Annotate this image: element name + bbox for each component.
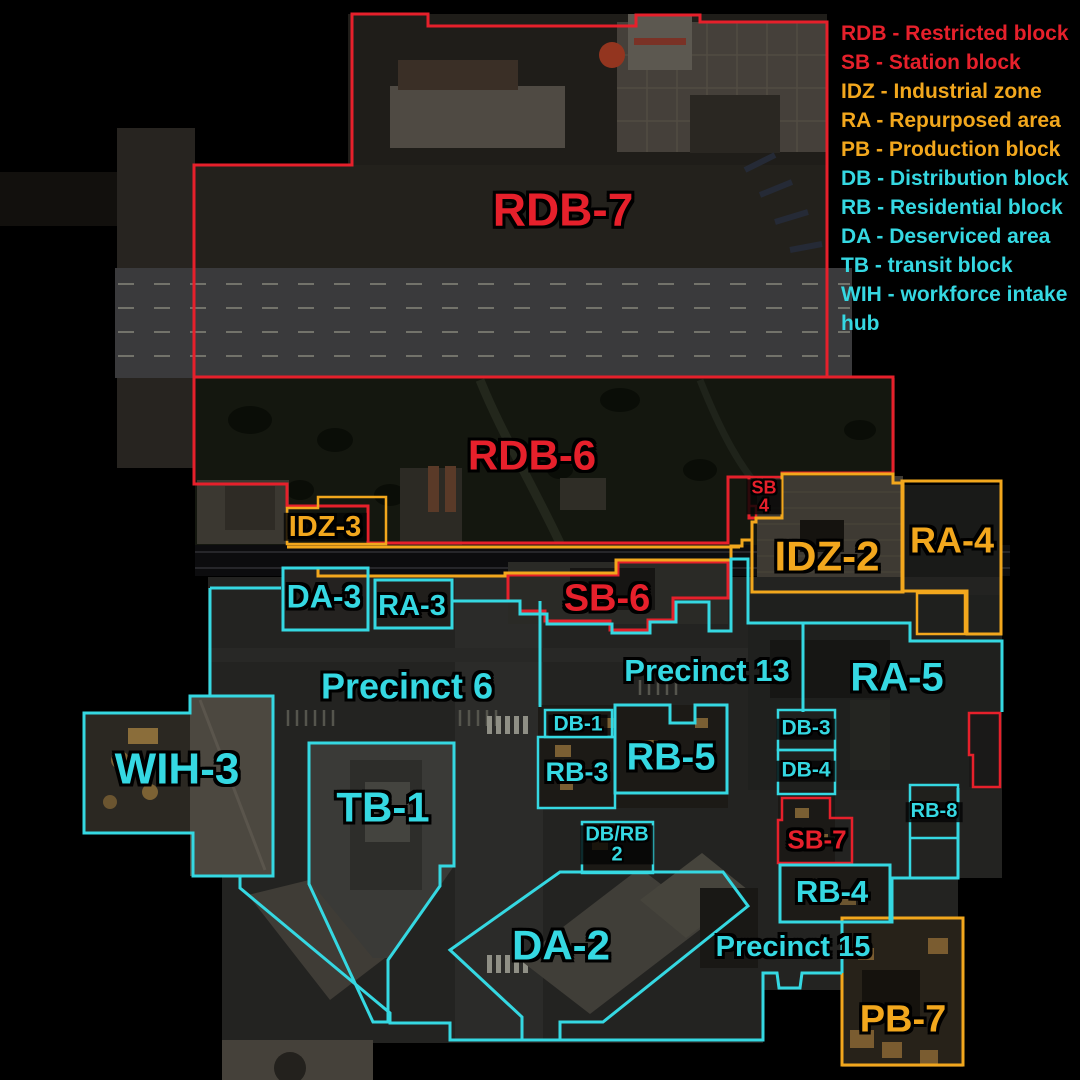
zone-label-line: DB-4 [781, 758, 831, 782]
zone-label-line: RB-8 [910, 800, 958, 823]
legend-item-tb: TB - transit block [841, 254, 1013, 277]
zone-outline-rb-5 [613, 703, 729, 795]
zone-outline-da-2 [447, 870, 751, 1042]
zone-label-rb-5: RB-5 [626, 736, 716, 779]
zone-outline-restricted-east [967, 711, 1002, 789]
zone-label-line: Precinct 13 [624, 652, 790, 688]
zone-outline-rdb-7 [192, 12, 829, 379]
zone-label-rdb-7: RDB-7 [492, 183, 634, 236]
zone-label-line: SB-6 [563, 577, 651, 620]
zone-label-line: DB-1 [553, 712, 603, 736]
zone-label-line: DA-3 [286, 578, 362, 615]
zone-label-pb-7: PB-7 [859, 998, 947, 1041]
zone-outline-idz-corridor-south [287, 538, 752, 578]
zone-label-rdb-6: RDB-6 [467, 431, 597, 479]
legend-item-rb: RB - Residential block [841, 196, 1063, 219]
zone-label-line: PB-7 [859, 998, 947, 1041]
zone-outline-tb-1 [307, 741, 456, 1024]
legend-item-idz: IDZ - Industrial zone [841, 80, 1042, 103]
zone-label-rb-8: RB-8 [905, 800, 963, 823]
zone-label-ra-4: RA-4 [909, 519, 995, 561]
zone-label-line: RB-4 [795, 873, 869, 909]
zone-label-db-4: DB-4 [776, 758, 836, 782]
zone-label-da-3: DA-3 [286, 578, 362, 615]
zone-label-line: DB/RB [585, 823, 649, 846]
zone-label-line: RDB-7 [492, 183, 634, 236]
zone-label-db-3: DB-3 [776, 716, 836, 740]
zone-outline-sb-7 [776, 796, 854, 865]
zone-label-line: SB-7 [787, 824, 847, 855]
zone-label-ra-5: RA-5 [850, 655, 944, 700]
zone-label-line: Precinct 15 [715, 930, 871, 963]
zone-outline-wih-3 [82, 694, 275, 878]
zone-label-precinct-6: Precinct 6 [320, 665, 494, 707]
legend: RDB - Restricted block SB - Station block… [841, 19, 1078, 338]
zone-label-wih-3: WIH-3 [114, 744, 240, 794]
zone-outline-precinct-6-north [208, 586, 281, 695]
zone-label-line: RA-3 [378, 589, 446, 622]
zone-label-line: 2 [611, 843, 623, 865]
zone-outline-rb-3 [536, 735, 617, 810]
zone-label-line: RB-5 [626, 736, 716, 779]
zone-label-line: 4 [758, 495, 770, 515]
zone-outline-ra-4-annex [915, 591, 967, 636]
zone-label-line: DB-3 [781, 716, 831, 740]
legend-item-pb: PB - Production block [841, 138, 1061, 161]
zone-label-line: SB [751, 477, 777, 498]
zone-label-line: Precinct 6 [320, 665, 494, 707]
legend-item-rdb: RDB - Restricted block [841, 22, 1069, 45]
zone-label-line: IDZ-3 [288, 510, 362, 543]
zone-outline-precinct-15 [840, 788, 960, 973]
zone-outline-da-3 [281, 566, 370, 632]
zone-label-sb-6: SB-6 [563, 577, 651, 620]
legend-item-db: DB - Distribution block [841, 167, 1069, 190]
zone-label-precinct-15: Precinct 15 [715, 930, 871, 963]
zone-label-tb-1: TB-1 [336, 783, 430, 831]
zone-label-line: DA-2 [511, 921, 611, 969]
zone-outline-precinct-mid [452, 557, 1004, 712]
zone-label-db-1: DB-1 [548, 712, 608, 736]
zone-label-rb-4: RB-4 [795, 873, 869, 909]
legend-item-sb: SB - Station block [841, 51, 1021, 74]
zone-label-rb-3: RB-3 [545, 756, 609, 787]
legend-item-wih: WIH - workforce intake hub [841, 283, 1068, 335]
zone-label-line: TB-1 [336, 783, 430, 831]
zone-outline-precinct-south [238, 877, 842, 1042]
zone-label-line: IDZ-2 [774, 532, 880, 580]
zone-label-line: RDB-6 [467, 431, 597, 479]
zone-outline-ra-3 [373, 578, 454, 630]
zone-label-sb-7: SB-7 [787, 824, 847, 855]
zone-label-idz-3: IDZ-3 [283, 510, 367, 543]
zone-label-line: WIH-3 [114, 744, 240, 794]
zone-outline-pb-7 [840, 916, 965, 1067]
zone-label-idz-2: IDZ-2 [774, 532, 880, 580]
zone-label-line: RA-4 [909, 519, 995, 561]
legend-item-da: DA - Deserviced area [841, 225, 1051, 248]
legend-item-ra: RA - Repurposed area [841, 109, 1061, 132]
zone-label-da-2: DA-2 [511, 921, 611, 969]
zone-label-precinct-13: Precinct 13 [624, 652, 790, 688]
zone-outline-idz-3 [285, 495, 388, 546]
zone-label-line: RB-3 [545, 756, 609, 787]
zone-label-line: RA-5 [850, 655, 944, 700]
zone-label-ra-3: RA-3 [378, 589, 446, 622]
zone-outline-ra-4 [900, 479, 1003, 636]
